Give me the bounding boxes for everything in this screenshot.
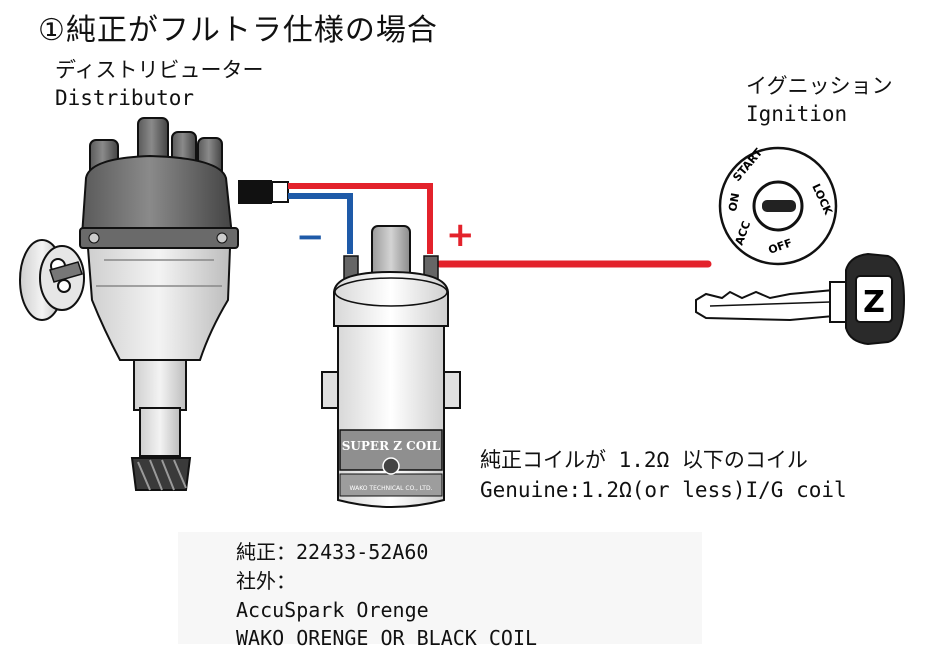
- spec-panel: [178, 532, 702, 644]
- coil-maker-label: WAKO TECHNICAL CO., LTD.: [349, 485, 432, 492]
- wiring-harness: − +: [238, 180, 712, 268]
- ignition-label-en: Ignition: [746, 102, 848, 126]
- ignition-switch: ACC ON START LOCK OFF: [718, 146, 838, 266]
- coil-note-jp: 純正コイルが 1.2Ω 以下のコイル: [480, 448, 808, 472]
- spec-genuine: 純正：22433-52A60: [236, 540, 429, 564]
- spec-aftermarket-1: AccuSpark Orenge: [236, 598, 429, 622]
- coil-brand-label: SUPER Z COIL: [342, 439, 441, 453]
- ignition-label-jp: イグニッション: [746, 74, 893, 98]
- spec-aftermarket-label: 社外：: [236, 569, 296, 593]
- distributor-label-en: Distributor: [55, 86, 195, 110]
- coil-note-en: Genuine:1.2Ω(or less)I/G coil: [480, 478, 847, 502]
- wire-connector: [238, 180, 272, 204]
- switch-pos-on: ON: [726, 192, 742, 213]
- key-slot-icon: [762, 200, 796, 212]
- ignition-coil: SUPER Z COIL WAKO TECHNICAL CO., LTD.: [321, 225, 461, 508]
- negative-wire: [288, 193, 353, 254]
- page-title: ①純正がフルトラ仕様の場合: [38, 13, 438, 48]
- coil-emblem-icon: [382, 457, 400, 475]
- distributor: [19, 117, 239, 491]
- spec-aftermarket-2: WAKO ORENGE OR BLACK COIL: [236, 626, 538, 650]
- negative-sign: −: [296, 217, 325, 257]
- positive-sign: +: [446, 215, 475, 255]
- z-emblem-icon: Z: [863, 285, 885, 320]
- ignition-key: Z: [695, 252, 906, 346]
- positive-wire: [288, 183, 433, 254]
- distributor-label-jp: ディストリビューター: [55, 58, 264, 82]
